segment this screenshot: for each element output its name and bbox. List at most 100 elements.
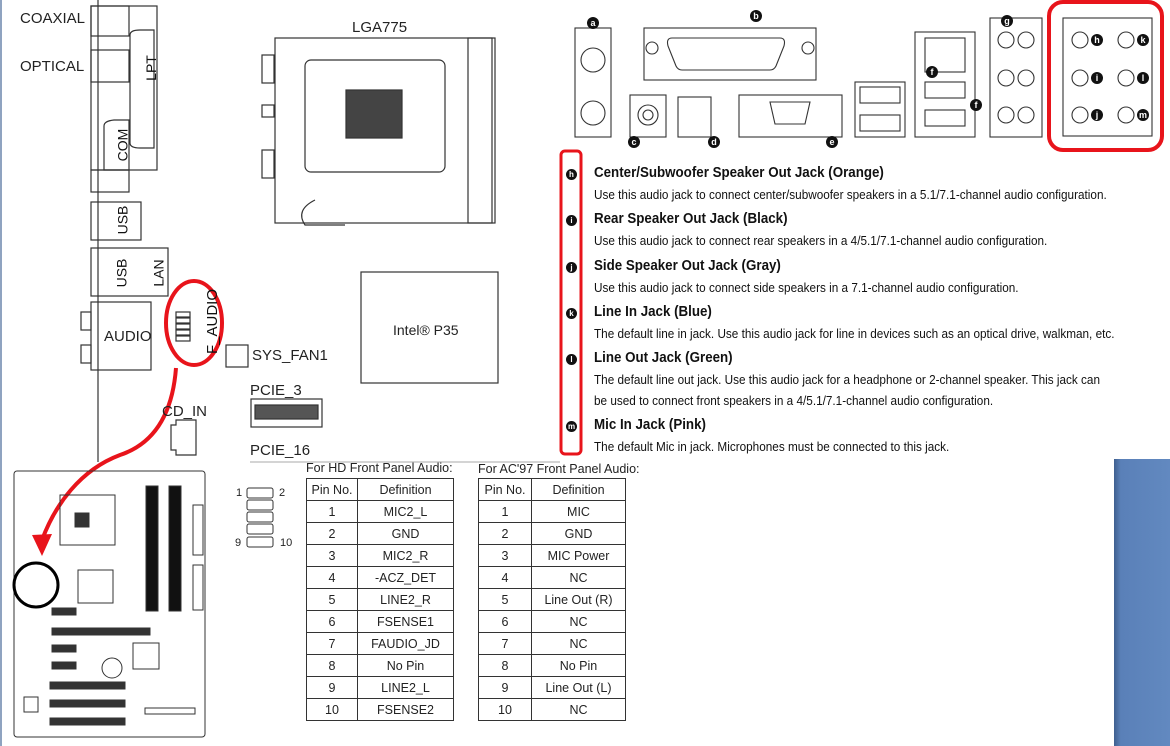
- definition-cell: NC: [531, 632, 626, 655]
- definition-cell: LINE2_R: [357, 588, 454, 611]
- pin-header-icon: [246, 487, 274, 548]
- label-pcie-16: PCIE_16: [250, 442, 311, 459]
- pin-number-cell: 10: [306, 698, 358, 721]
- marker-b-icon: b: [750, 10, 762, 22]
- pin-label-2: 2: [279, 487, 286, 499]
- label-coaxial: COAXIAL: [20, 10, 86, 27]
- definition-cell: FSENSE1: [357, 610, 454, 633]
- marker-i-icon: i: [1091, 72, 1103, 84]
- legend-description: The default line in jack. Use this audio…: [594, 327, 1115, 341]
- pin-number-cell: 4: [306, 566, 358, 589]
- marker-c-icon: c: [628, 136, 640, 148]
- marker-f-icon: f: [970, 99, 982, 111]
- legend-title: Mic In Jack (Pink): [594, 417, 706, 433]
- pin-number-cell: 3: [478, 544, 532, 567]
- table-header-row: Pin No. Definition: [478, 478, 626, 501]
- legend-marker-j-icon: j: [566, 262, 577, 273]
- marker-e-icon: e: [826, 136, 838, 148]
- definition-cell: MIC: [531, 500, 626, 523]
- legend-description: Use this audio jack to connect center/su…: [594, 188, 1107, 202]
- label-pcie-3: PCIE_3: [250, 382, 302, 399]
- legend-marker-m-icon: m: [566, 421, 577, 432]
- legend-title: Rear Speaker Out Jack (Black): [594, 211, 788, 227]
- header-pin-no: Pin No.: [306, 478, 358, 501]
- marker-m-icon: m: [1137, 109, 1149, 121]
- definition-cell: GND: [531, 522, 626, 545]
- header-definition: Definition: [531, 478, 626, 501]
- pin-number-cell: 2: [478, 522, 532, 545]
- legend-marker-i-icon: i: [566, 215, 577, 226]
- definition-cell: LINE2_L: [357, 676, 454, 699]
- legend-description: Use this audio jack to connect rear spea…: [594, 234, 1048, 248]
- label-usb-2: USB: [113, 258, 130, 288]
- definition-cell: No Pin: [357, 654, 454, 677]
- marker-f-icon: f: [926, 66, 938, 78]
- pin-number-cell: 4: [478, 566, 532, 589]
- pin-label-10: 10: [280, 537, 293, 549]
- marker-k-icon: k: [1137, 34, 1149, 46]
- audio-jacks-highlight: [1047, 0, 1164, 152]
- table-row: 4-ACZ_DET: [306, 566, 454, 589]
- legend-highlight: [559, 149, 583, 456]
- marker-j-icon: j: [1091, 109, 1103, 121]
- pin-number-cell: 6: [306, 610, 358, 633]
- definition-cell: MIC Power: [531, 544, 626, 567]
- pin-number-cell: 8: [306, 654, 358, 677]
- side-panel: [1114, 459, 1170, 746]
- label-chipset: Intel® P35: [393, 322, 459, 338]
- legend-title: Line In Jack (Blue): [594, 304, 712, 320]
- left-edge: [0, 0, 2, 746]
- header-definition: Definition: [357, 478, 454, 501]
- pin-number-cell: 2: [306, 522, 358, 545]
- definition-cell: -ACZ_DET: [357, 566, 454, 589]
- marker-g-icon: g: [1001, 15, 1013, 27]
- pin-number-cell: 1: [306, 500, 358, 523]
- label-lpt: LPT: [142, 55, 159, 81]
- pin-number-cell: 7: [478, 632, 532, 655]
- label-sys-fan1: SYS_FAN1: [252, 347, 328, 364]
- label-cd-in: CD_IN: [162, 403, 208, 420]
- pointer-arrow: [40, 367, 178, 541]
- marker-d-icon: d: [708, 136, 720, 148]
- label-lga775: LGA775: [352, 19, 408, 36]
- label-usb-1: USB: [114, 205, 131, 235]
- table-header-row: Pin No. Definition: [306, 478, 454, 501]
- pin-number-cell: 7: [306, 632, 358, 655]
- back-panel: [574, 17, 1043, 138]
- pin-label-1: 1: [236, 487, 243, 499]
- definition-cell: FAUDIO_JD: [357, 632, 454, 655]
- marker-h-icon: h: [1091, 34, 1103, 46]
- definition-cell: MIC2_L: [357, 500, 454, 523]
- motherboard-thumbnail: [13, 470, 206, 738]
- definition-cell: GND: [357, 522, 454, 545]
- pin-number-cell: 9: [306, 676, 358, 699]
- thumbnail-circle: [12, 561, 60, 609]
- ac97-table-title: For AC'97 Front Panel Audio:: [478, 462, 640, 476]
- f-audio-highlight: [164, 279, 224, 367]
- label-optical: OPTICAL: [20, 58, 85, 75]
- legend-marker-l-icon: l: [566, 354, 577, 365]
- marker-a-icon: a: [587, 17, 599, 29]
- legend-title: Center/Subwoofer Speaker Out Jack (Orang…: [594, 165, 884, 181]
- pin-label-9: 9: [235, 537, 242, 549]
- label-f-audio: F_AUDIO: [204, 288, 222, 355]
- legend-title: Side Speaker Out Jack (Gray): [594, 258, 781, 274]
- definition-cell: FSENSE2: [357, 698, 454, 721]
- legend-description: be used to connect front speakers in a 4…: [594, 394, 994, 408]
